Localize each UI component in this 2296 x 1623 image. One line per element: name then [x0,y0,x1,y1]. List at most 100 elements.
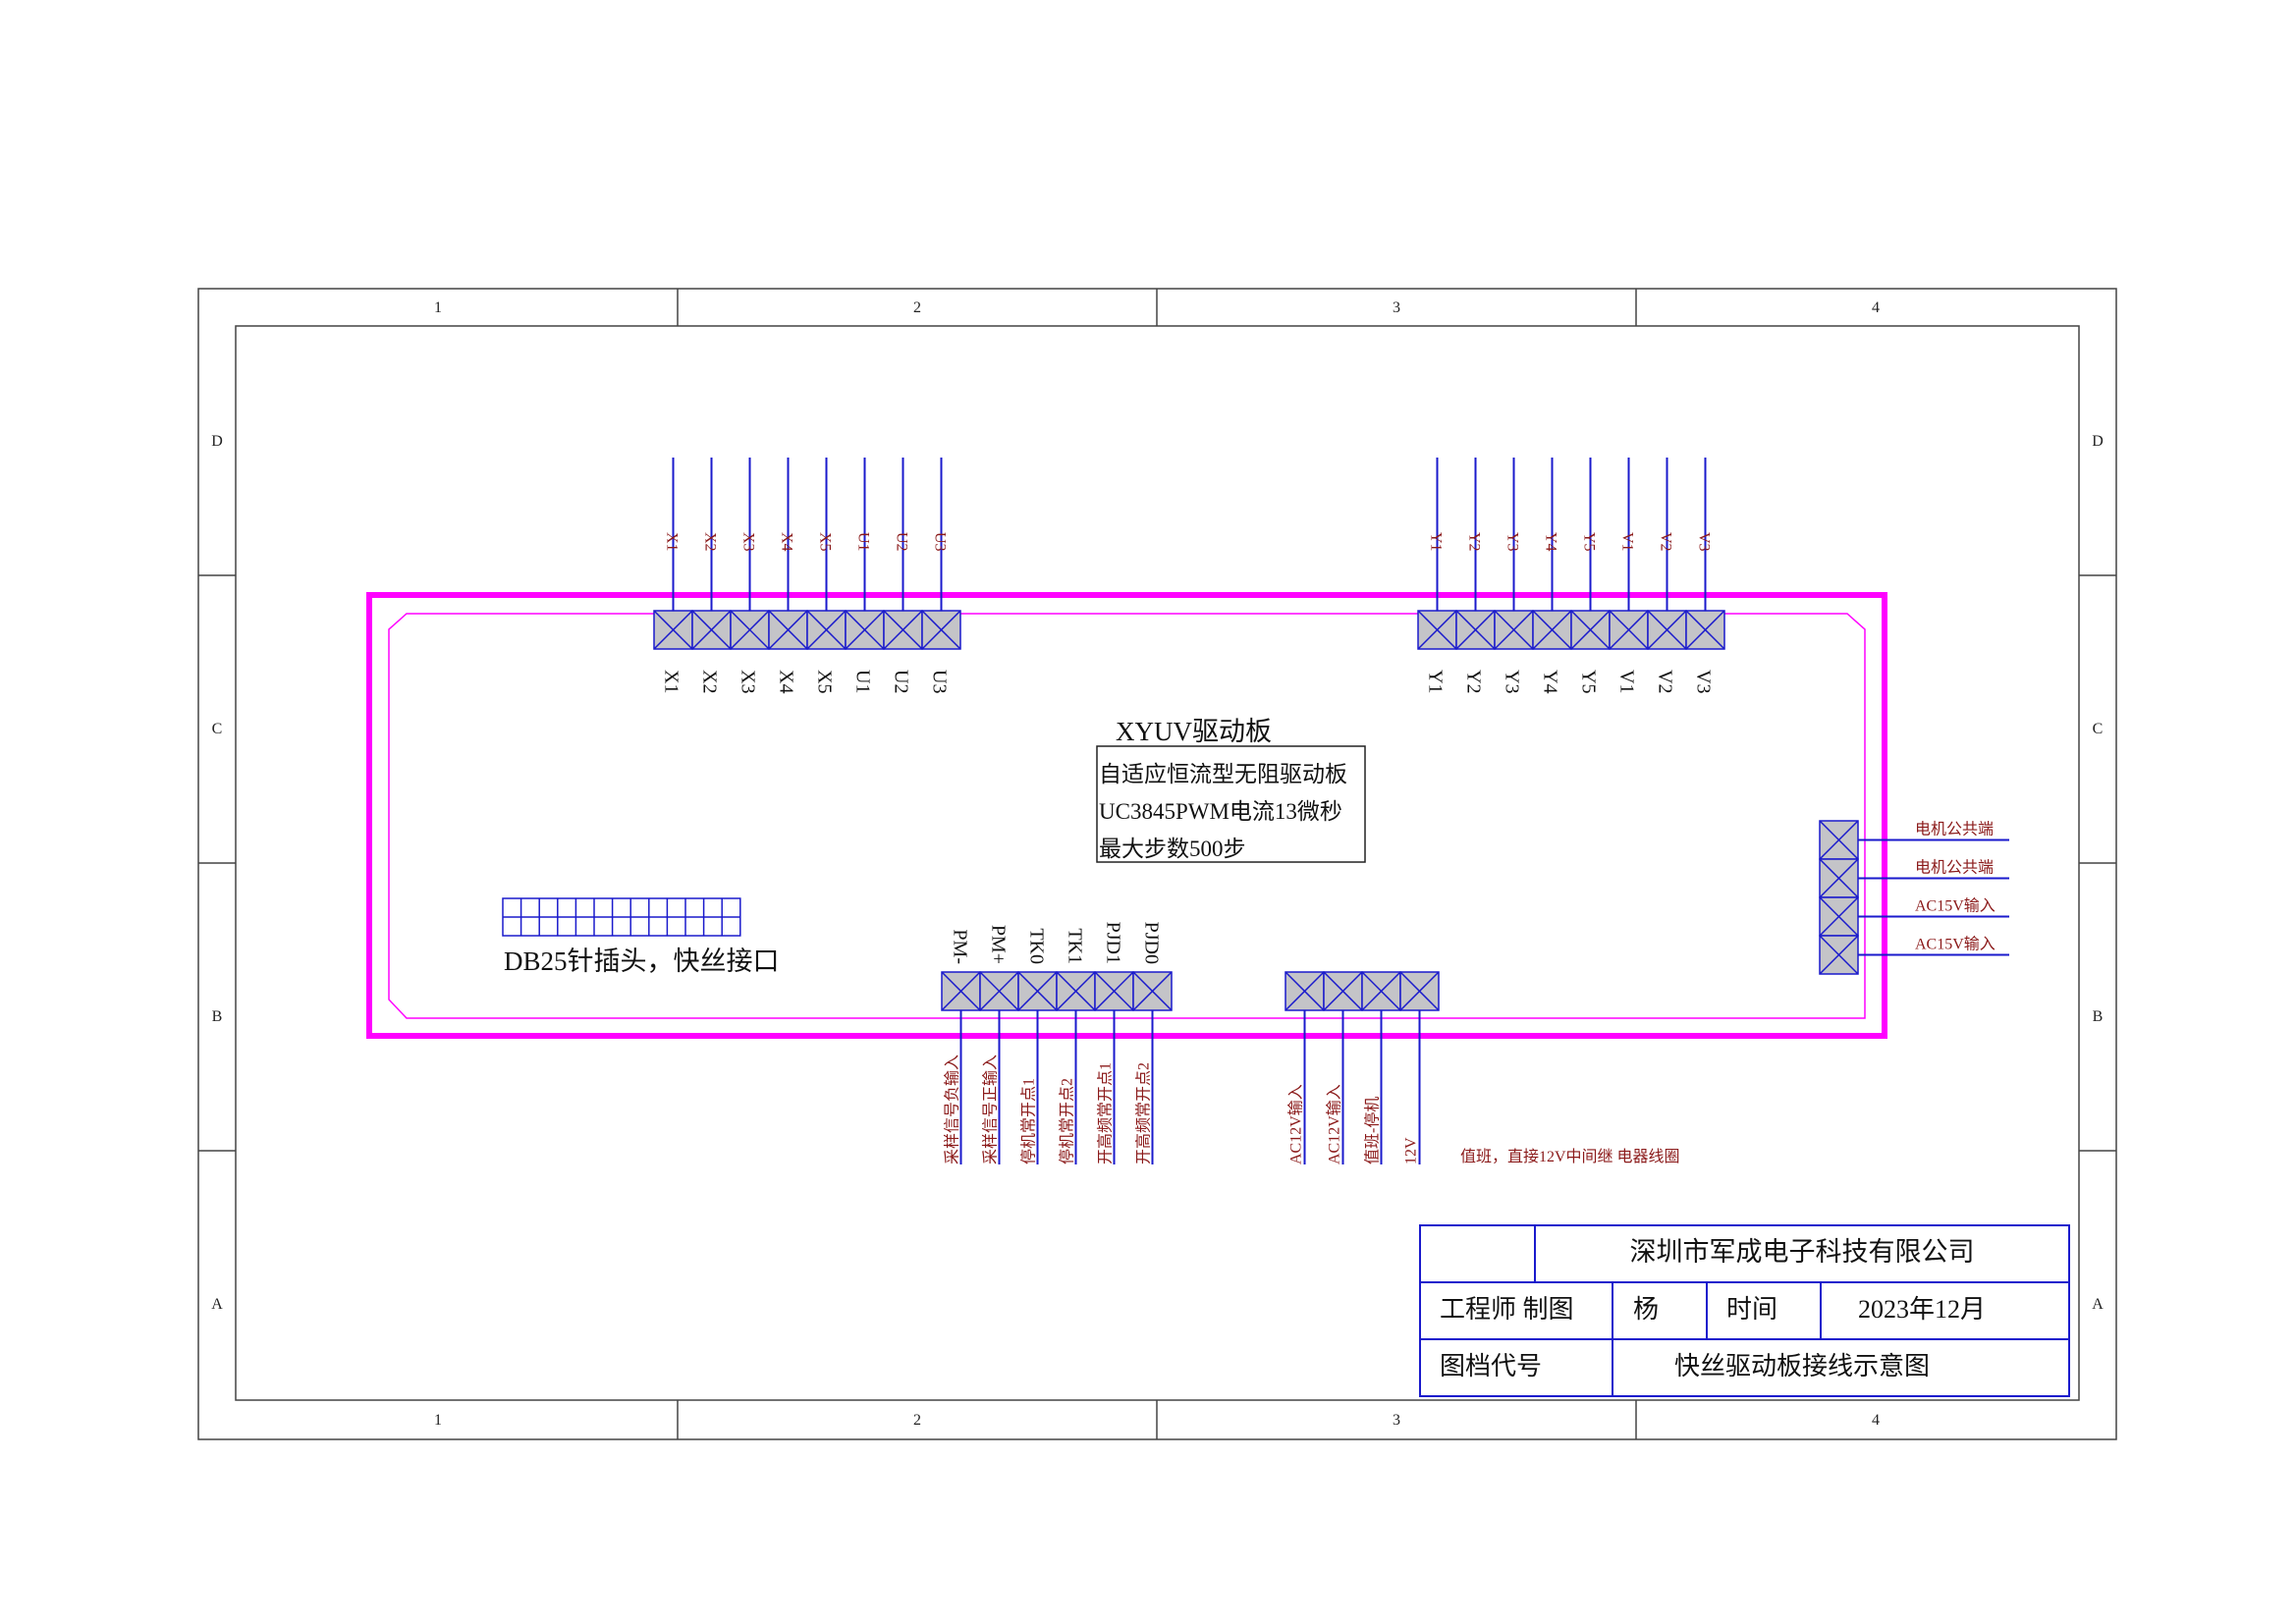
bottom-power-terminal-2 [1323,971,1363,1011]
spec-box [1096,745,1366,863]
left-top-terminal-2 [691,610,732,650]
bottom-signal-pin-label-3: TK0 [1026,928,1048,964]
frame-row-b-left: B [212,1008,223,1025]
right-top-pin-label-2: Y2 [1463,670,1485,693]
right-top-pin-label-8: V3 [1693,670,1715,693]
left-top-pin-label-1: X1 [661,670,683,693]
bottom-power-wire-label-4: 12V [1403,1137,1420,1164]
terminal-block-bottom-power: AC12V输入 AC12V输入 值班-停机 12V [1285,971,1440,1164]
frame-column-labels-top: 1 2 3 4 [434,299,1880,316]
board-inner-outline [388,613,1866,1019]
frame-row-a-right: A [2092,1296,2104,1313]
bottom-signal-pin-label-1: PM- [950,929,971,964]
bottom-signal-wire-label-4: 停机常开点2 [1059,1078,1076,1164]
frame-col-3-top: 3 [1393,299,1400,316]
company-name: 深圳市军成电子科技有限公司 [1630,1237,1975,1267]
frame-col-2-bottom: 2 [913,1412,921,1429]
right-top-terminal-1 [1417,610,1457,650]
frame-row-d-left: D [211,433,223,450]
right-top-terminal-5 [1570,610,1611,650]
title-block [1419,1224,2070,1397]
left-top-terminal-8 [921,610,961,650]
frame-row-c-left: C [212,721,223,737]
bottom-signal-pin-label-5: PJD1 [1103,922,1124,964]
power-note: 值班，直接12V中间继 电器线圈 [1460,1148,1680,1165]
bottom-signal-terminal-2 [979,971,1019,1011]
engineer-label: 工程师 制图 [1440,1295,1574,1324]
left-top-wire-label-4: X4 [779,532,795,552]
bottom-power-wire-label-2: AC12V输入 [1326,1084,1343,1164]
bottom-power-terminal-4 [1399,971,1440,1011]
bottom-power-wire-label-3: 值班-停机 [1364,1097,1382,1164]
frame-col-4-bottom: 4 [1872,1412,1880,1429]
right-side-terminal-1 [1819,820,1859,860]
left-top-wire-label-2: X2 [702,532,719,552]
spec-line-3: 最大步数500步 [1099,837,1246,861]
frame-column-labels-bottom: 1 2 3 4 [434,1412,1880,1429]
left-top-terminal-7 [883,610,923,650]
frame-row-b-right: B [2093,1008,2104,1025]
drawing-name: 快丝驱动板接线示意图 [1674,1352,1930,1380]
bottom-signal-wire-label-1: 采样信号负输入 [944,1055,961,1164]
right-top-terminal-2 [1455,610,1496,650]
engineer-name: 杨 [1633,1295,1659,1324]
right-top-pin-label-7: V2 [1655,670,1676,693]
right-top-wire-label-3: Y3 [1504,532,1521,552]
frame-col-3-bottom: 3 [1393,1412,1400,1429]
right-top-wire-label-5: Y5 [1581,532,1598,552]
right-top-terminal-7 [1647,610,1687,650]
frame-row-labels-right: D C B A [2092,433,2104,1313]
left-top-pin-label-5: X5 [814,670,836,693]
frame-col-1-top: 1 [434,299,442,316]
bottom-signal-wire-label-6: 开高频常开点2 [1135,1062,1153,1164]
right-top-wire-label-4: Y4 [1543,532,1559,552]
left-top-pin-label-4: X4 [776,670,797,693]
frame-row-labels-left: D C B A [211,433,223,1313]
doc-code-label: 图档代号 [1440,1352,1542,1380]
right-top-terminal-4 [1532,610,1572,650]
bottom-power-wire-label-1: AC12V输入 [1287,1084,1305,1164]
left-top-wire-label-7: U2 [894,532,910,552]
left-top-pin-label-2: X2 [699,670,721,693]
right-top-pin-label-5: Y5 [1578,670,1600,693]
left-top-terminal-5 [806,610,847,650]
left-top-terminal-6 [845,610,885,650]
spec-line-2: UC3845PWM电流13微秒 [1099,799,1342,824]
right-side-terminal-2 [1819,858,1859,898]
terminal-block-bottom-signal: PM-采样信号负输入PM+采样信号正输入TK0停机常开点1TK1停机常开点2PJ… [941,922,1173,1164]
bottom-signal-pin-label-2: PM+ [988,925,1010,964]
right-side-wire-label-3: AC15V输入 [1915,897,1995,915]
board-outline [366,592,1887,1039]
bottom-signal-terminal-1 [941,971,981,1011]
right-top-pin-label-3: Y3 [1502,670,1523,693]
db25-label: DB25针插头，快丝接口 [504,947,780,976]
left-top-wire-label-5: X5 [817,532,834,552]
frame-col-2-top: 2 [913,299,921,316]
bottom-power-terminal-1 [1285,971,1325,1011]
db25-connector [502,897,741,937]
right-top-wire-label-7: V2 [1658,532,1674,552]
frame-row-a-left: A [211,1296,223,1313]
time-label: 时间 [1726,1295,1777,1324]
bottom-signal-terminal-3 [1017,971,1058,1011]
right-top-terminal-3 [1494,610,1534,650]
left-top-pin-label-3: X3 [738,670,759,693]
right-side-terminal-3 [1819,896,1859,937]
left-top-pin-label-8: U3 [929,670,951,693]
right-side-terminal-4 [1819,935,1859,975]
left-top-pin-label-6: U1 [852,670,874,693]
frame-row-d-right: D [2092,433,2104,450]
right-top-wire-label-2: Y2 [1466,532,1483,552]
right-top-terminal-6 [1609,610,1649,650]
bottom-signal-wire-label-5: 开高频常开点1 [1097,1062,1115,1164]
frame-col-4-top: 4 [1872,299,1880,316]
bottom-signal-wire-label-2: 采样信号正输入 [982,1055,1000,1164]
bottom-signal-terminal-5 [1094,971,1134,1011]
left-top-wire-label-1: X1 [664,532,681,552]
left-top-wire-label-8: U3 [932,532,949,552]
right-top-wire-label-1: Y1 [1428,532,1445,552]
bottom-power-terminal-3 [1361,971,1401,1011]
